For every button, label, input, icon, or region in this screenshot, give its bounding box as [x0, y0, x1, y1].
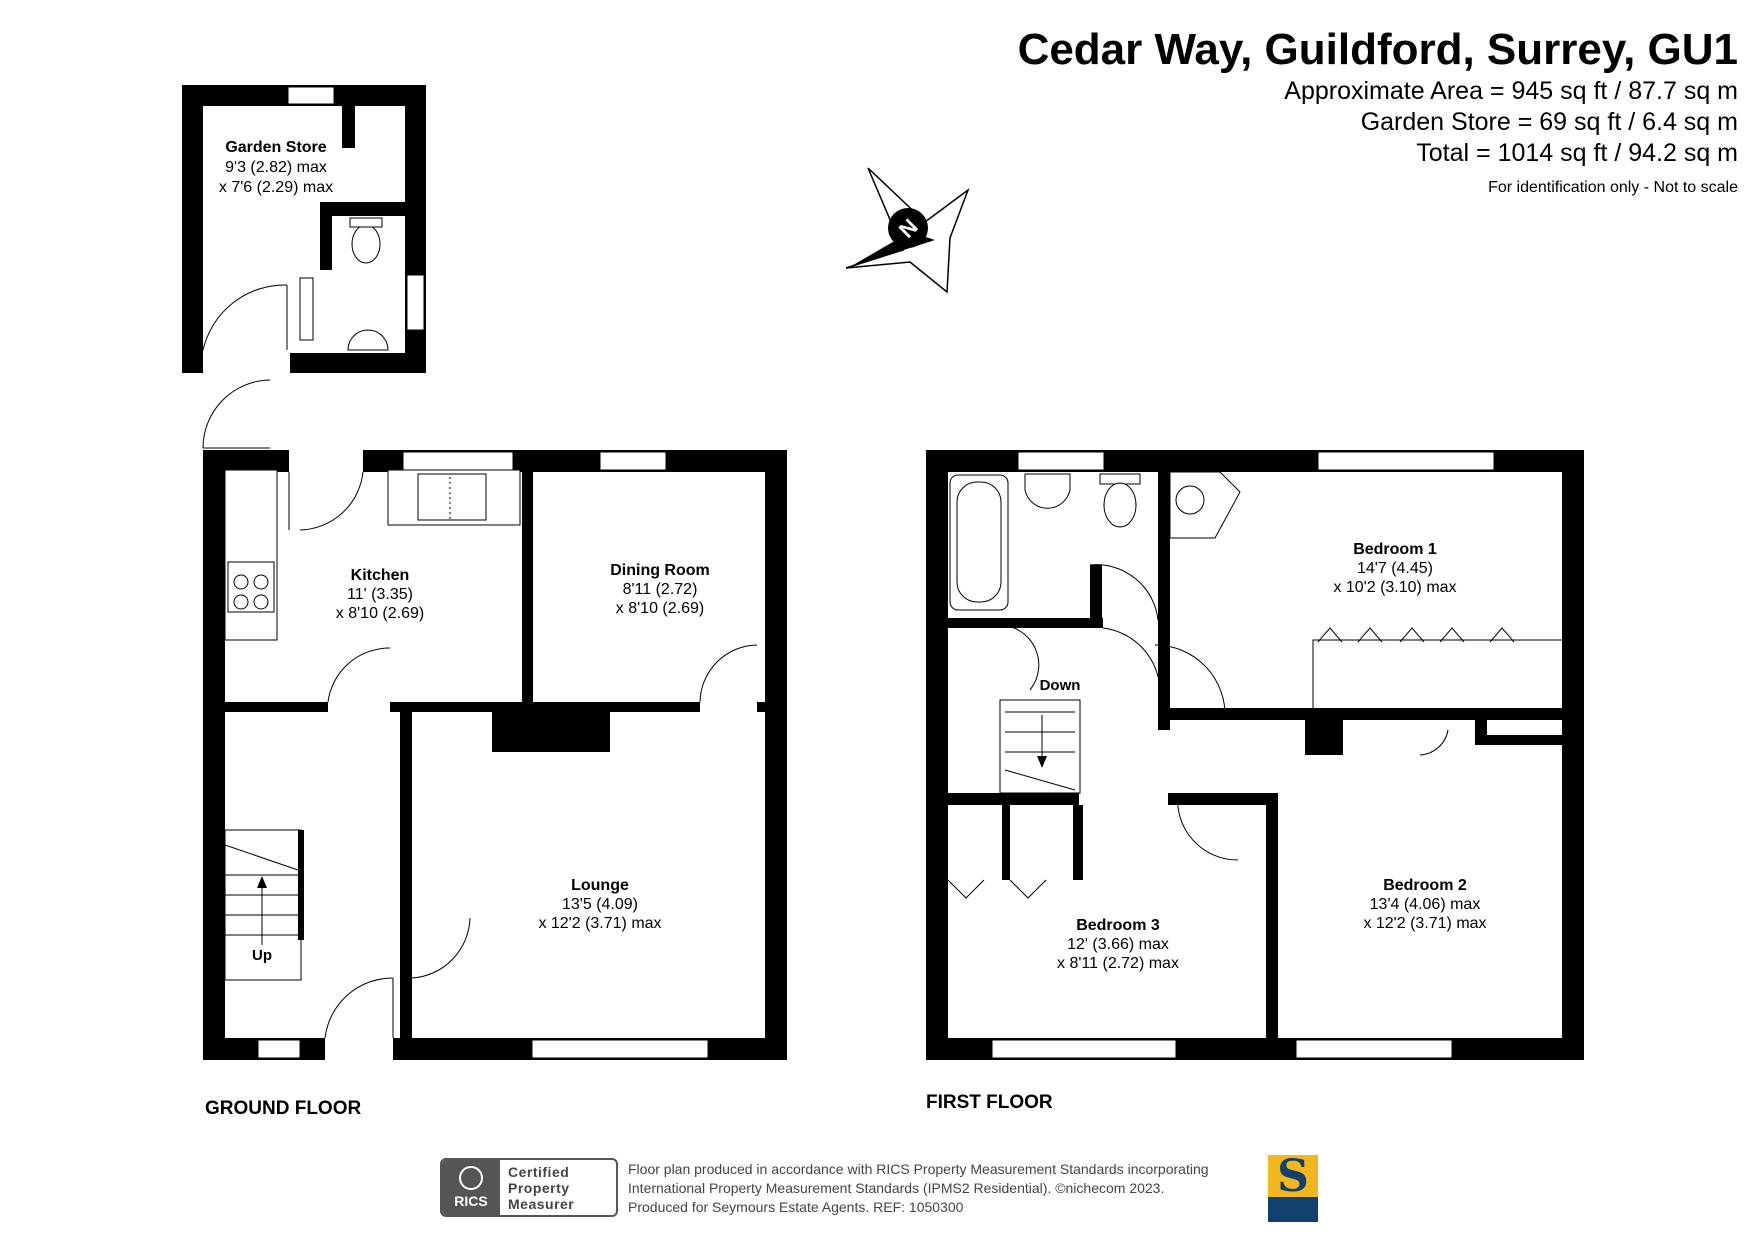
footer-line2: International Property Measurement Stand…	[628, 1180, 1165, 1196]
plan-header: Cedar Way, Guildford, Surrey, GU1 Approx…	[1018, 24, 1738, 197]
bedroom2-dim1: 13'4 (4.06) max	[1370, 896, 1481, 913]
dining-room-dim1: 8'11 (2.72)	[623, 581, 698, 598]
first-floor-label: FIRST FLOOR	[926, 1092, 1053, 1113]
dining-room-name: Dining Room	[610, 562, 710, 579]
compass-rose: N	[845, 167, 970, 294]
rics-certified-badge: RICS Certified Property Measurer	[440, 1158, 618, 1217]
dining-room-dim2: x 8'10 (2.69)	[616, 600, 704, 617]
first-floor-plan: Bedroom 1 14'7 (4.45) x 10'2 (3.10) max …	[926, 450, 1584, 1113]
bedroom1-dim1: 14'7 (4.45)	[1357, 560, 1433, 577]
garden-store-dim2: x 7'6 (2.29) max	[219, 179, 333, 196]
lounge-dim1: 13'5 (4.09)	[562, 896, 638, 913]
kitchen-dim1: 11' (3.35)	[347, 586, 413, 603]
stairs-down-label: Down	[1040, 677, 1081, 694]
garden-store-name: Garden Store	[225, 139, 326, 156]
approximate-area: Approximate Area = 945 sq ft / 87.7 sq m	[1284, 77, 1738, 105]
bedroom2-dim2: x 12'2 (3.71) max	[1363, 915, 1486, 932]
garden-store-outbuilding: Garden Store 9'3 (2.82) max x 7'6 (2.29)…	[182, 85, 426, 373]
rics-caption-line1: Certified	[508, 1164, 570, 1180]
stairs-up-label: Up	[252, 947, 272, 964]
agent-logo-letter: S	[1268, 1151, 1318, 1202]
identification-note: For identification only - Not to scale	[1488, 179, 1738, 196]
lounge-name: Lounge	[571, 877, 629, 894]
footer-line3: Produced for Seymours Estate Agents. REF…	[628, 1199, 964, 1215]
rics-mark: RICS	[442, 1160, 500, 1215]
agent-logo: S	[1268, 1151, 1318, 1222]
rics-lion-icon	[459, 1166, 483, 1190]
agent-logo-band	[1268, 1197, 1318, 1222]
footer-credits: Floor plan produced in accordance with R…	[628, 1160, 1209, 1217]
rics-badge-caption: Certified Property Measurer	[500, 1160, 616, 1215]
bedroom3-dim1: 12' (3.66) max	[1067, 936, 1169, 953]
footer-line1: Floor plan produced in accordance with R…	[628, 1161, 1209, 1177]
rics-caption-line2: Property	[508, 1180, 570, 1196]
bedroom2-name: Bedroom 2	[1383, 877, 1467, 894]
bedroom3-dim2: x 8'11 (2.72) max	[1057, 955, 1179, 972]
kitchen-name: Kitchen	[351, 567, 410, 584]
bedroom3-name: Bedroom 3	[1076, 917, 1160, 934]
bedroom1-name: Bedroom 1	[1353, 541, 1437, 558]
bedroom1-dim2: x 10'2 (3.10) max	[1333, 579, 1456, 596]
total-area: Total = 1014 sq ft / 94.2 sq m	[1416, 139, 1738, 167]
garden-store-dim1: 9'3 (2.82) max	[225, 159, 327, 176]
ground-floor-plan: Kitchen 11' (3.35) x 8'10 (2.69) Dining …	[202, 379, 787, 1119]
rics-caption-line3: Measurer	[508, 1196, 575, 1212]
rics-badge-text: RICS	[454, 1193, 488, 1209]
lounge-dim2: x 12'2 (3.71) max	[538, 915, 661, 932]
property-title: Cedar Way, Guildford, Surrey, GU1	[1017, 25, 1738, 74]
ground-floor-label: GROUND FLOOR	[205, 1098, 361, 1119]
kitchen-dim2: x 8'10 (2.69)	[336, 605, 424, 622]
garden-store-area: Garden Store = 69 sq ft / 6.4 sq m	[1360, 108, 1738, 136]
